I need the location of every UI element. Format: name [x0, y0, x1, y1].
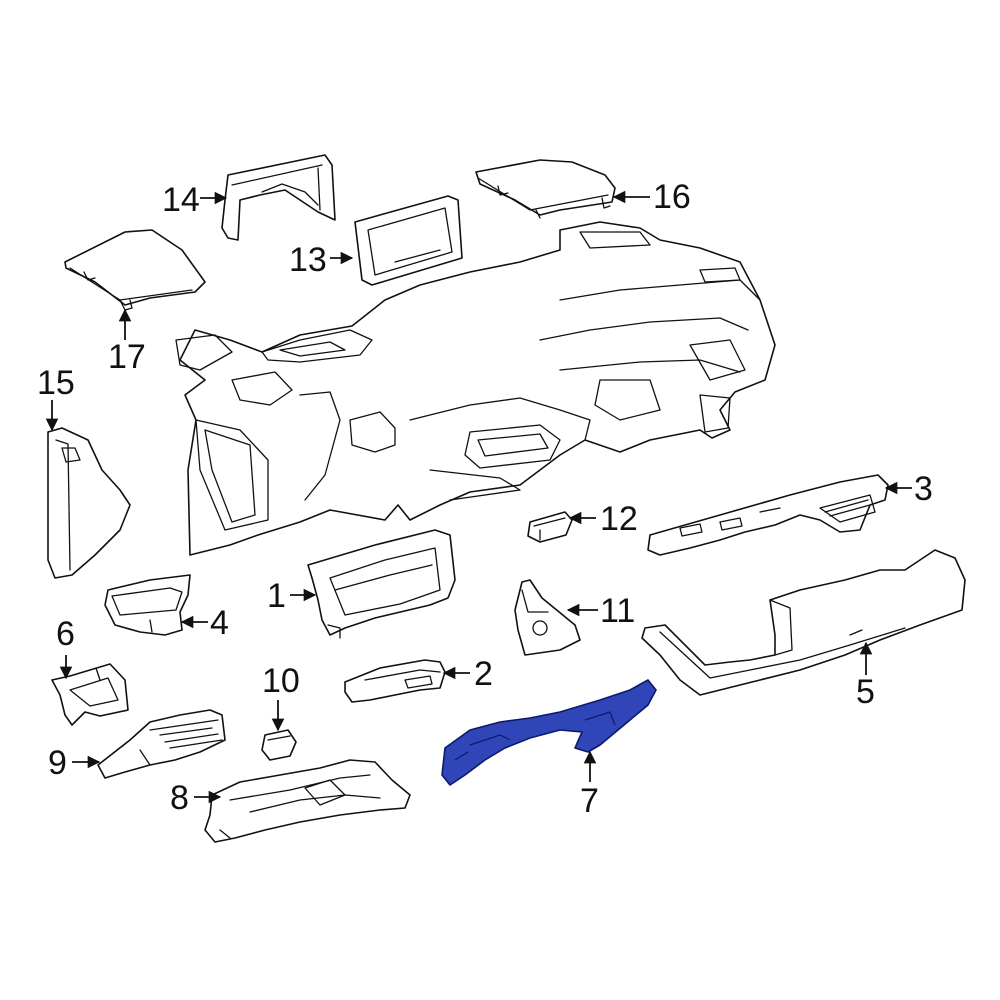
callout-7: 7	[580, 782, 599, 820]
callout-3: 3	[914, 470, 933, 508]
callout-9: 9	[48, 744, 67, 782]
callout-11: 11	[600, 592, 635, 630]
callout-labels: 14 13 16 17 15 3 12 1 4 11 6 2 5 10 9 7 …	[37, 178, 933, 820]
callout-6: 6	[56, 615, 75, 653]
callout-12: 12	[600, 500, 638, 538]
part-9-bracket	[97, 709, 226, 779]
callout-17: 17	[108, 338, 146, 376]
part-10-clip	[261, 729, 297, 761]
part-11-bracket	[514, 579, 581, 656]
part-1-cluster-bezel	[307, 529, 456, 639]
callout-5: 5	[856, 673, 875, 711]
part-12-clip	[527, 511, 573, 543]
callout-arrows	[45, 190, 912, 804]
part-2-vent	[344, 659, 446, 703]
callout-2: 2	[474, 655, 493, 693]
callout-4: 4	[210, 604, 229, 642]
part-5-panel	[641, 549, 966, 696]
part-8-structure	[204, 759, 411, 843]
part-13-display	[354, 195, 463, 286]
part-17-cover	[64, 229, 206, 311]
callout-8: 8	[170, 779, 189, 817]
callout-10: 10	[262, 662, 300, 700]
callout-16: 16	[653, 178, 691, 216]
part-7-highlighted	[441, 679, 657, 786]
part-14-bracket	[221, 154, 336, 241]
part-6-trim	[51, 663, 129, 726]
part-4-vent	[104, 574, 191, 636]
part-16-cover	[475, 159, 616, 219]
callout-13: 13	[289, 241, 327, 279]
part-15-side-panel	[47, 427, 131, 579]
callout-14: 14	[162, 181, 200, 219]
callout-1: 1	[267, 577, 286, 615]
part-3-trim	[647, 474, 889, 556]
callout-15: 15	[37, 364, 75, 402]
instrument-panel-main	[175, 221, 776, 556]
